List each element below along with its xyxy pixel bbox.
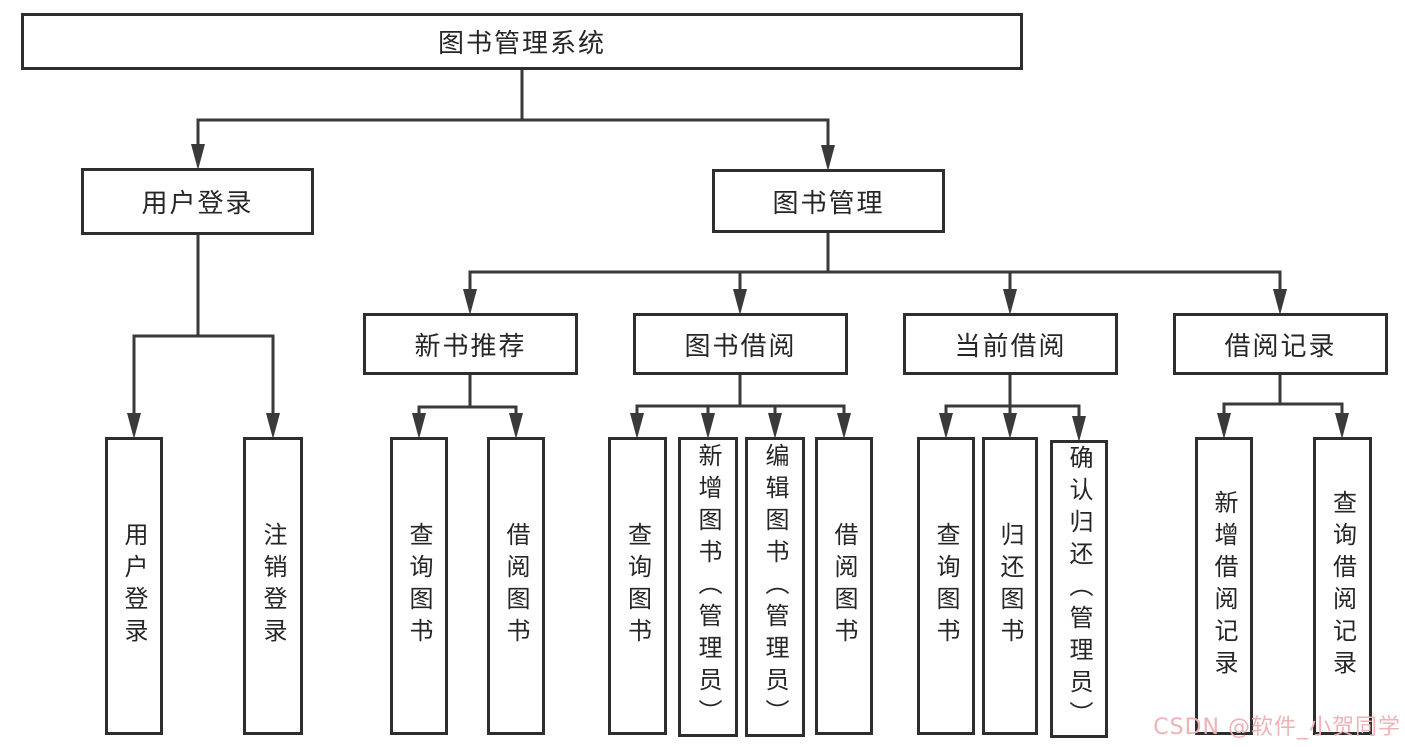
node-user-login-leaf-label: 用户登录 [120, 522, 148, 650]
node-edit-books-admin-label: 编辑图书（管理员） [761, 443, 789, 731]
node-query-books-2: 查询图书 [608, 437, 667, 735]
node-root: 图书管理系统 [21, 13, 1023, 70]
node-book-borrow: 图书借阅 [633, 313, 848, 375]
node-new-book-recommend: 新书推荐 [363, 313, 578, 375]
node-user-login: 用户登录 [81, 168, 314, 235]
node-book-borrow-label: 图书借阅 [684, 331, 797, 362]
node-query-books-2-label: 查询图书 [623, 522, 652, 650]
node-query-borrow-record-label: 查询借阅记录 [1328, 490, 1357, 682]
node-borrow-books-1-label: 借阅图书 [502, 522, 530, 650]
node-book-management: 图书管理 [712, 169, 945, 233]
node-borrow-records: 借阅记录 [1173, 313, 1388, 375]
node-confirm-return-admin-label: 确认归还（管理员） [1065, 445, 1093, 733]
edges-current-borrow [939, 375, 1086, 442]
node-logout: 注销登录 [243, 437, 303, 735]
node-query-borrow-record: 查询借阅记录 [1313, 437, 1372, 735]
node-add-borrow-record-label: 新增借阅记录 [1210, 490, 1238, 682]
node-borrow-records-label: 借阅记录 [1224, 331, 1337, 362]
node-query-books-3-label: 查询图书 [932, 522, 960, 650]
node-query-books-1: 查询图书 [390, 437, 448, 735]
node-add-borrow-record: 新增借阅记录 [1195, 437, 1253, 735]
node-return-books: 归还图书 [982, 437, 1038, 735]
node-user-login-label: 用户登录 [141, 189, 254, 219]
edges-root [191, 70, 835, 171]
node-borrow-books-2: 借阅图书 [815, 437, 873, 735]
edges-user-login [127, 235, 280, 439]
csdn-watermark: CSDN @软件_小贺同学 [1153, 715, 1401, 740]
node-add-books-admin-label: 新增图书（管理员） [694, 443, 722, 731]
node-logout-label: 注销登录 [259, 522, 287, 650]
node-confirm-return-admin: 确认归还（管理员） [1050, 440, 1108, 738]
node-book-management-label: 图书管理 [772, 188, 885, 219]
node-borrow-books-2-label: 借阅图书 [830, 522, 858, 650]
node-current-borrow-label: 当前借阅 [954, 331, 1067, 362]
node-edit-books-admin: 编辑图书（管理员） [745, 437, 805, 737]
node-user-login-leaf: 用户登录 [105, 437, 163, 735]
edges-new-book-recommend [412, 375, 523, 439]
node-query-books-3: 查询图书 [917, 437, 975, 735]
node-query-books-1-label: 查询图书 [405, 522, 433, 650]
node-borrow-books-1: 借阅图书 [487, 437, 545, 735]
edges-borrow-records [1217, 375, 1349, 439]
node-return-books-label: 归还图书 [996, 522, 1024, 650]
node-add-books-admin: 新增图书（管理员） [678, 437, 738, 737]
node-root-label: 图书管理系统 [437, 29, 606, 59]
node-new-book-recommend-label: 新书推荐 [414, 331, 527, 362]
node-current-borrow: 当前借阅 [903, 313, 1118, 375]
edges-book-borrow [630, 375, 851, 439]
edges-book-management [463, 233, 1287, 315]
